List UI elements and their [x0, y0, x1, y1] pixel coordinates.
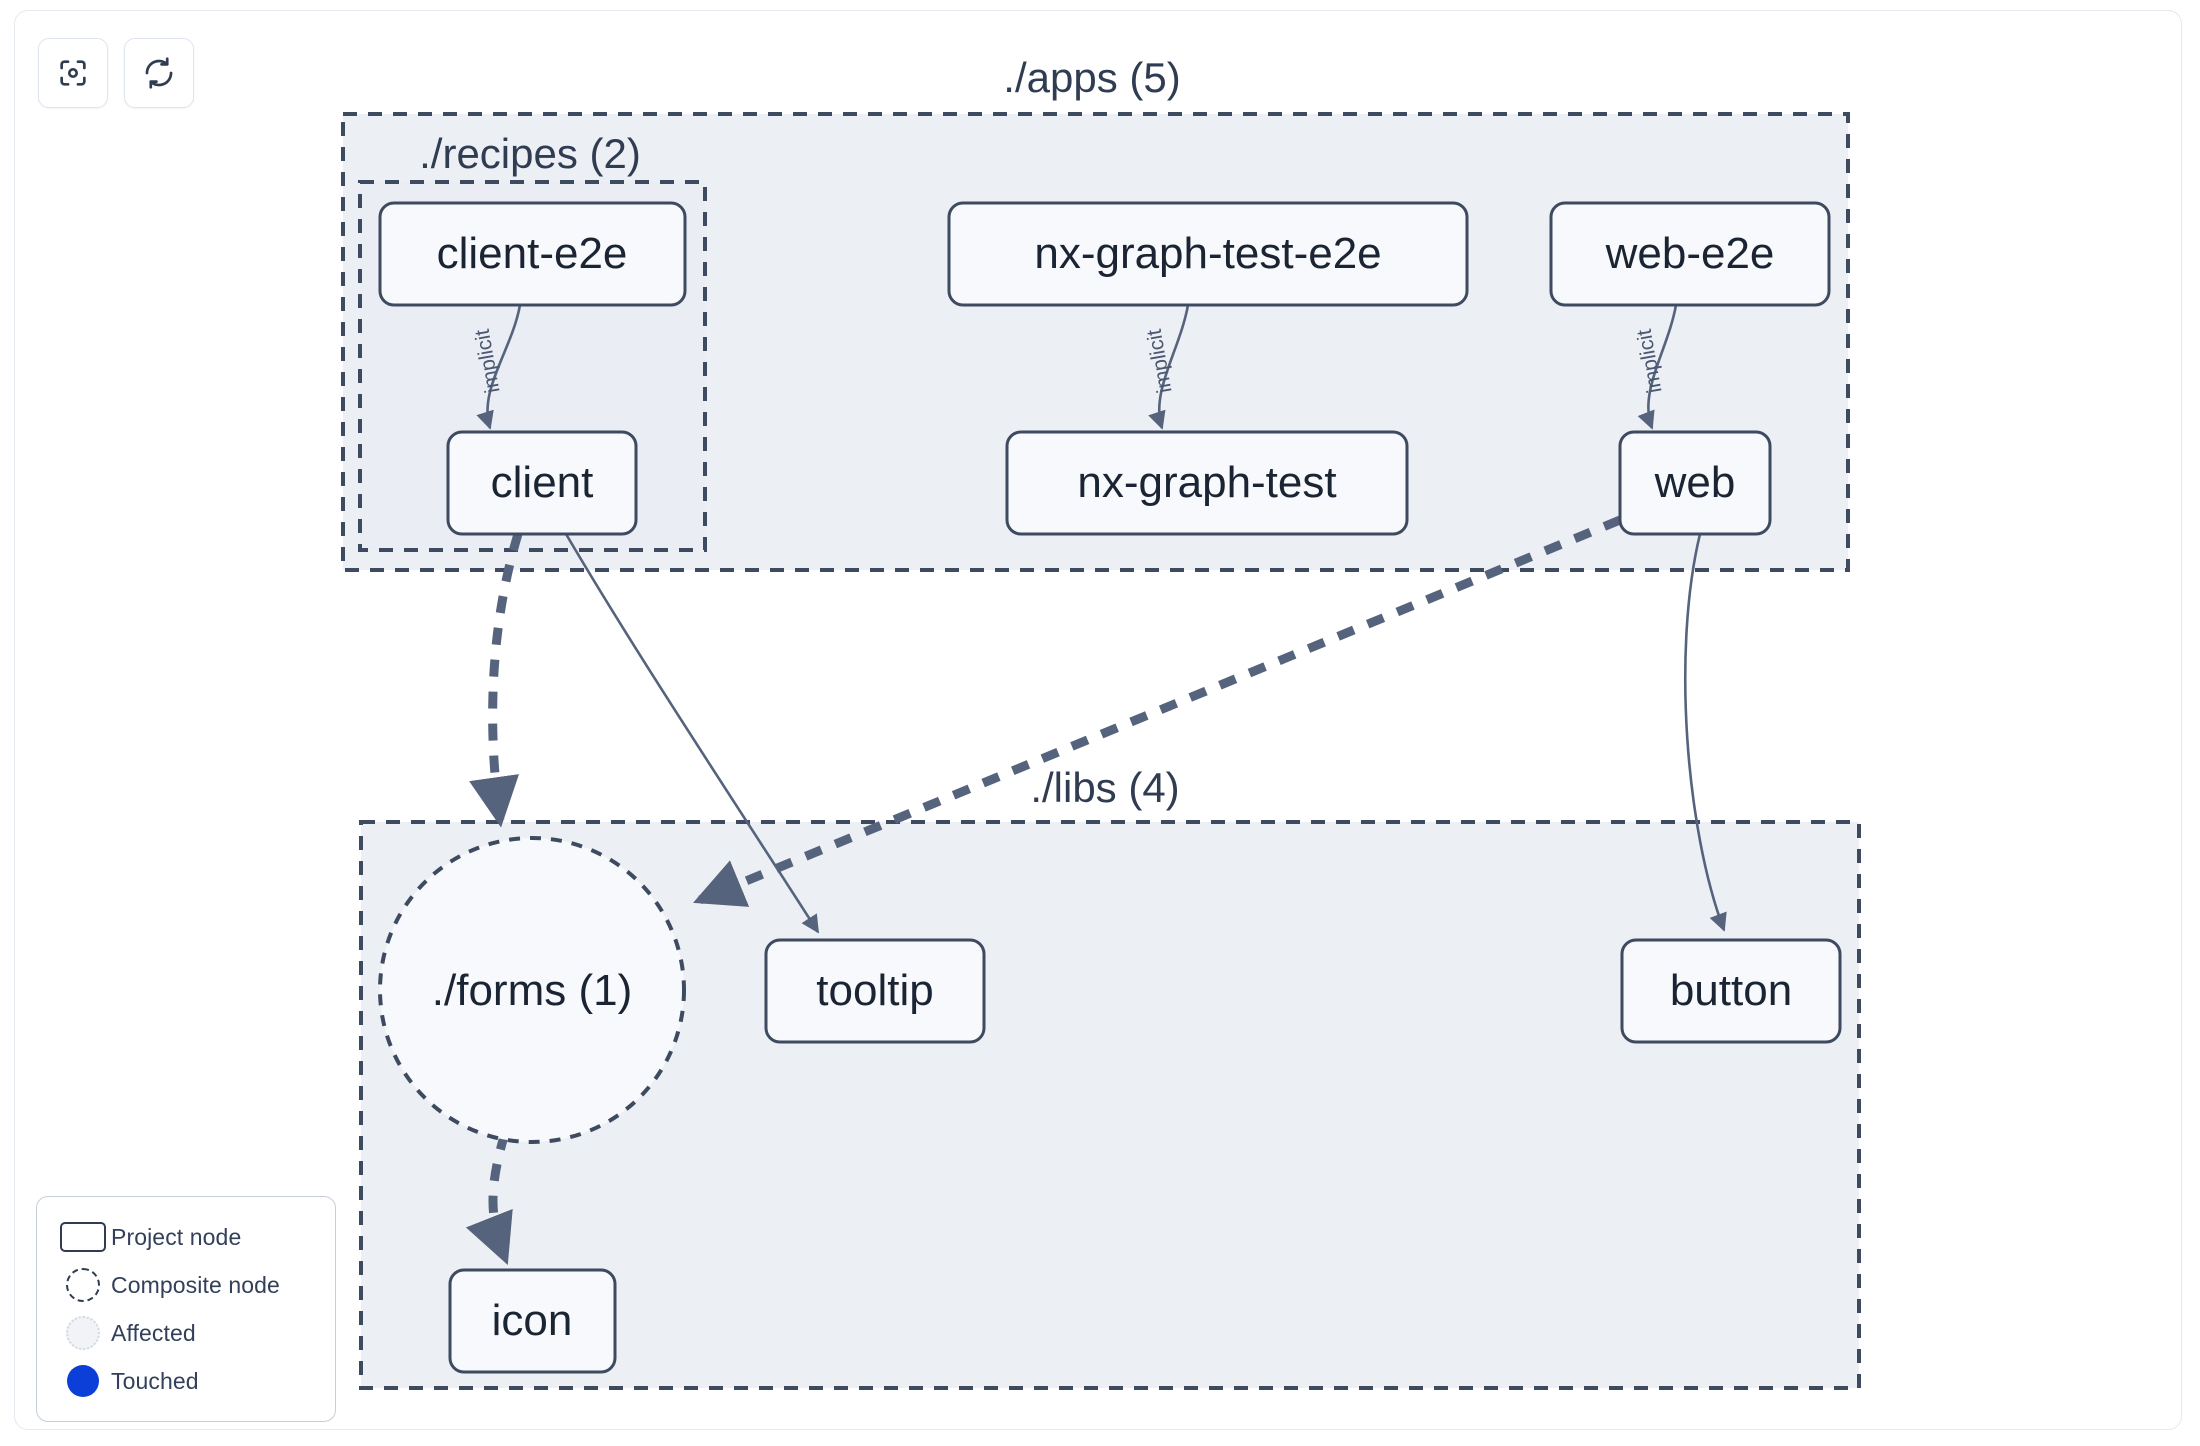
node-nx-graph-test-label: nx-graph-test	[1077, 458, 1336, 507]
refresh-graph-button[interactable]	[124, 38, 194, 108]
touched-node-swatch-icon	[55, 1365, 111, 1397]
node-tooltip[interactable]: tooltip	[764, 938, 986, 1044]
affected-node-swatch-icon	[55, 1316, 111, 1350]
node-button[interactable]: button	[1620, 938, 1842, 1044]
node-icon-label: icon	[492, 1296, 573, 1345]
refresh-icon	[142, 56, 176, 90]
node-nx-graph-test-box[interactable]	[1005, 430, 1409, 536]
node-forms-circle[interactable]	[378, 836, 686, 1144]
node-nx-graph-test[interactable]: nx-graph-test	[1005, 430, 1409, 536]
node-tooltip-label: tooltip	[816, 966, 933, 1015]
legend-item-affected: Affected	[55, 1309, 317, 1357]
nodes-layer: client-e2e nx-graph-test-e2e web-e2e cli…	[378, 201, 1842, 1374]
legend-label-touched: Touched	[111, 1367, 199, 1394]
graph-legend: Project node Composite node Affected Tou…	[36, 1196, 336, 1422]
legend-item-touched: Touched	[55, 1357, 317, 1405]
node-client-e2e-label: client-e2e	[437, 229, 628, 278]
edge-client-to-tooltip[interactable]	[564, 533, 820, 934]
legend-label-composite-node: Composite node	[111, 1271, 280, 1298]
legend-item-project-node: Project node	[55, 1213, 317, 1261]
node-client-e2e-box[interactable]	[378, 201, 687, 307]
edge-client-to-forms[interactable]	[469, 532, 523, 828]
graph-toolbar	[38, 38, 194, 108]
node-icon-box[interactable]	[448, 1268, 617, 1374]
project-node-swatch-icon	[55, 1222, 111, 1252]
node-nx-graph-test-e2e[interactable]: nx-graph-test-e2e	[947, 201, 1469, 307]
node-web-box[interactable]	[1618, 430, 1772, 536]
node-button-box[interactable]	[1620, 938, 1842, 1044]
node-forms[interactable]: ./forms (1)	[378, 836, 686, 1144]
group-libs-label: ./libs (4)	[1030, 764, 1179, 811]
group-apps-label: ./apps (5)	[1003, 54, 1180, 101]
node-tooltip-box[interactable]	[764, 938, 986, 1044]
node-button-label: button	[1670, 966, 1792, 1015]
node-client-label: client	[491, 458, 594, 507]
node-web-label: web	[1654, 458, 1736, 507]
edge-web-e2e-to-web[interactable]	[1637, 304, 1678, 430]
node-client[interactable]: client	[446, 430, 638, 536]
focus-graph-button[interactable]	[38, 38, 108, 108]
node-web-e2e-box[interactable]	[1549, 201, 1831, 307]
edge-client-e2e-to-client[interactable]	[476, 304, 522, 430]
legend-item-composite-node: Composite node	[55, 1261, 317, 1309]
node-web-e2e-label: web-e2e	[1605, 229, 1775, 278]
node-forms-label: ./forms (1)	[432, 966, 632, 1015]
composite-node-swatch-icon	[55, 1268, 111, 1302]
node-nx-graph-test-e2e-label: nx-graph-test-e2e	[1034, 229, 1381, 278]
node-icon[interactable]: icon	[448, 1268, 617, 1374]
legend-label-affected: Affected	[111, 1319, 196, 1346]
group-recipes-label: ./recipes (2)	[419, 130, 641, 177]
node-client-e2e[interactable]: client-e2e	[378, 201, 687, 307]
legend-label-project-node: Project node	[111, 1223, 242, 1250]
focus-viewfinder-icon	[56, 56, 90, 90]
edge-forms-to-icon[interactable]	[465, 1131, 513, 1266]
edge-nx-graph-test-e2e-to-nx-graph-test[interactable]	[1148, 304, 1190, 430]
node-client-box[interactable]	[446, 430, 638, 536]
node-web[interactable]: web	[1618, 430, 1772, 536]
node-web-e2e[interactable]: web-e2e	[1549, 201, 1831, 307]
edge-web-to-forms[interactable]	[693, 515, 1622, 907]
edge-web-to-button[interactable]	[1683, 533, 1727, 932]
node-nx-graph-test-e2e-box[interactable]	[947, 201, 1469, 307]
